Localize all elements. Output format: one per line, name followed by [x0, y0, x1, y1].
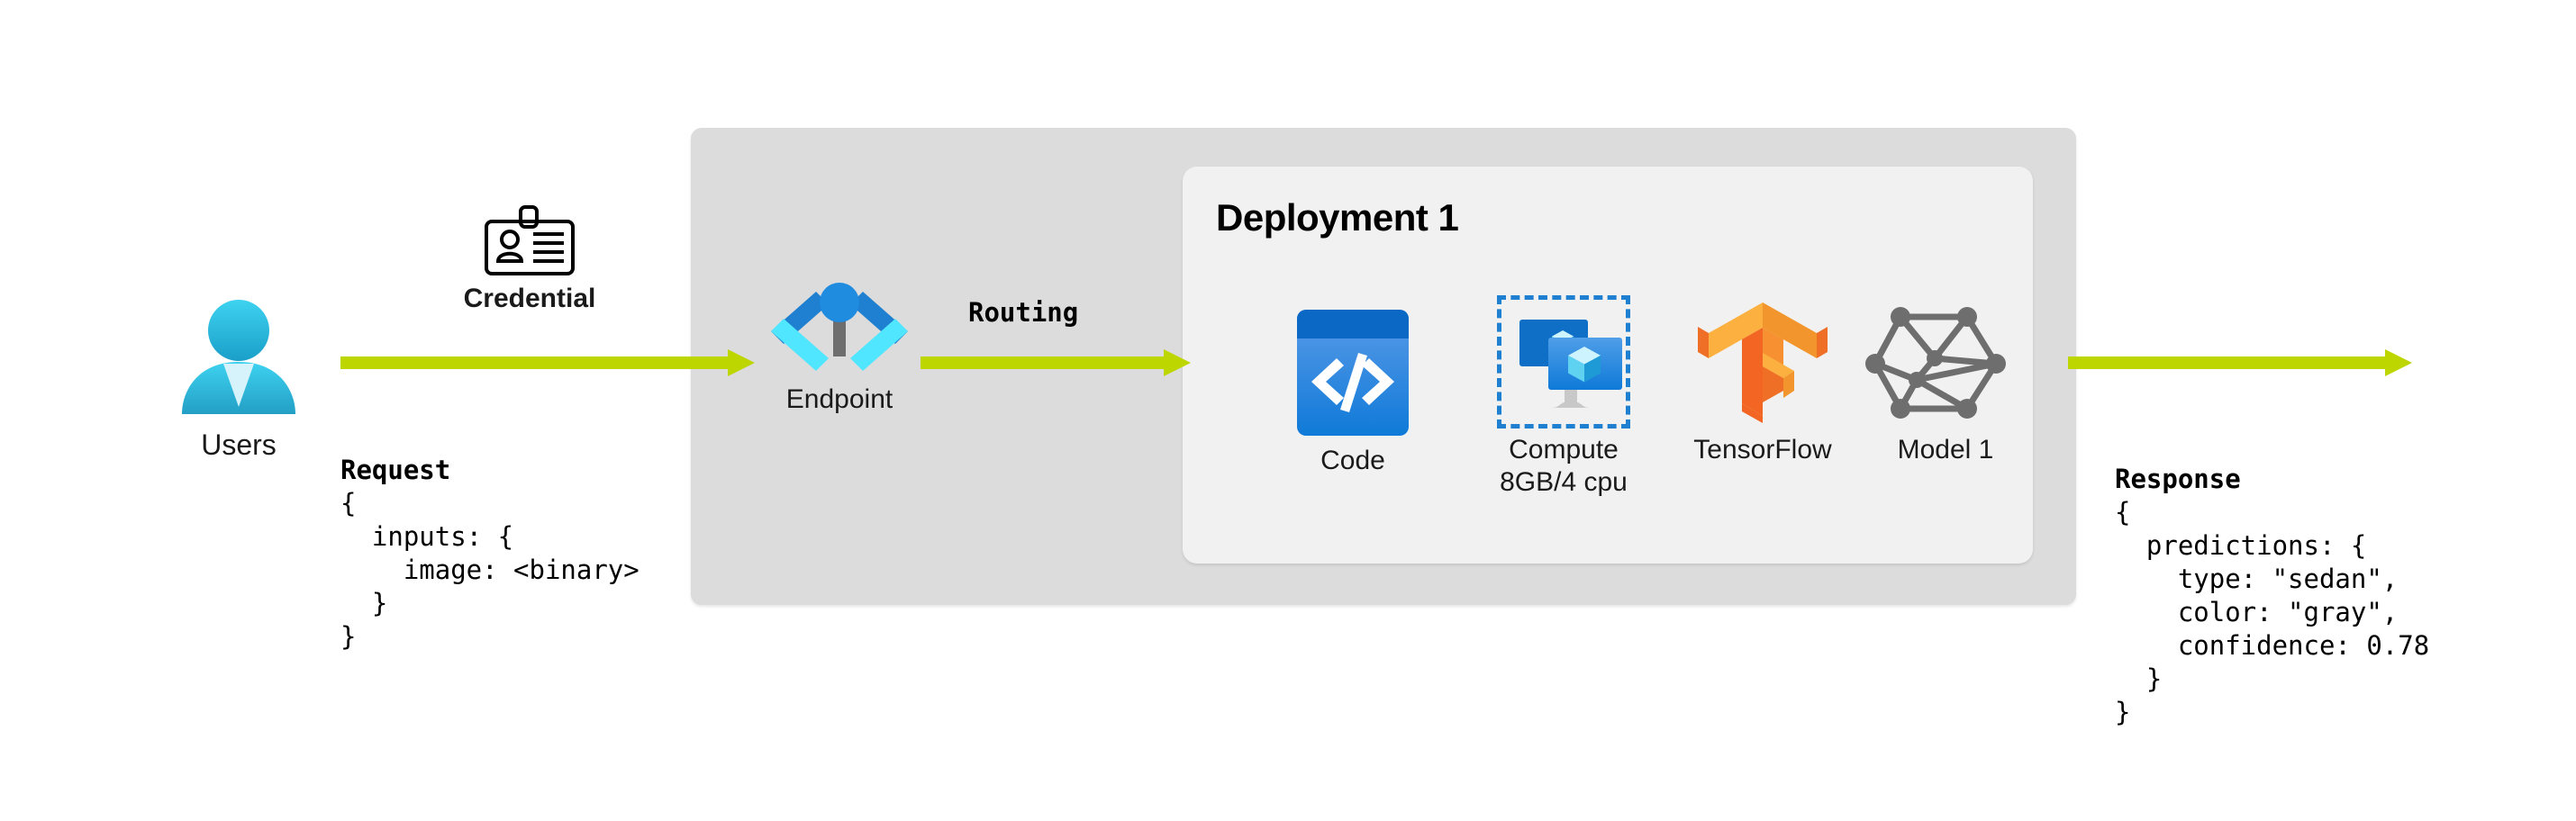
deployment-item-compute: Compute 8GB/4 cpu	[1474, 295, 1654, 499]
compute-label: Compute	[1509, 435, 1619, 465]
response-arrow-shaft	[2068, 356, 2387, 369]
code-label: Code	[1320, 446, 1385, 475]
routing-arrow-head	[1164, 349, 1191, 376]
code-window-icon	[1281, 306, 1425, 439]
routing-arrow	[921, 349, 1191, 376]
request-arrow-shaft	[340, 356, 730, 369]
credential-node: Credential	[431, 205, 629, 315]
model-graph-icon	[1864, 297, 2027, 429]
endpoint-code-brackets-icon	[749, 279, 930, 378]
deployment-item-model: Model 1	[1864, 297, 2027, 466]
tensorflow-logo-icon	[1677, 297, 1848, 429]
compute-selection-border	[1497, 295, 1630, 429]
response-arrow	[2068, 349, 2412, 376]
endpoint-label: Endpoint	[785, 384, 893, 414]
model-label: Model 1	[1897, 435, 1994, 465]
users-label: Users	[201, 429, 277, 461]
endpoint-node: Endpoint	[749, 279, 930, 416]
request-body: { inputs: { image: <binary> } }	[340, 488, 639, 652]
deployment-title: Deployment 1	[1216, 196, 1459, 239]
request-arrow	[340, 349, 755, 376]
routing-label: Routing	[968, 297, 1079, 328]
compute-sublabel: 8GB/4 cpu	[1500, 467, 1628, 497]
request-text-block: Request{ inputs: { image: <binary> } }	[340, 387, 639, 687]
response-arrow-head	[2385, 349, 2412, 376]
credential-label: Credential	[463, 284, 596, 313]
deployment-item-code: Code	[1281, 306, 1425, 477]
compute-monitors-icon	[1509, 307, 1622, 426]
deployment-item-tensorflow: TensorFlow	[1677, 297, 1848, 466]
response-title: Response	[2115, 464, 2241, 494]
tensorflow-label: TensorFlow	[1693, 435, 1832, 465]
routing-arrow-shaft	[921, 356, 1166, 369]
request-arrow-head	[728, 349, 755, 376]
response-body: { predictions: { type: "sedan", color: "…	[2115, 497, 2430, 727]
response-text-block: Response{ predictions: { type: "sedan", …	[2115, 396, 2429, 762]
users-node: Users	[162, 297, 315, 461]
id-badge-icon	[431, 205, 629, 277]
request-title: Request	[340, 455, 451, 485]
user-avatar-icon	[162, 297, 315, 423]
